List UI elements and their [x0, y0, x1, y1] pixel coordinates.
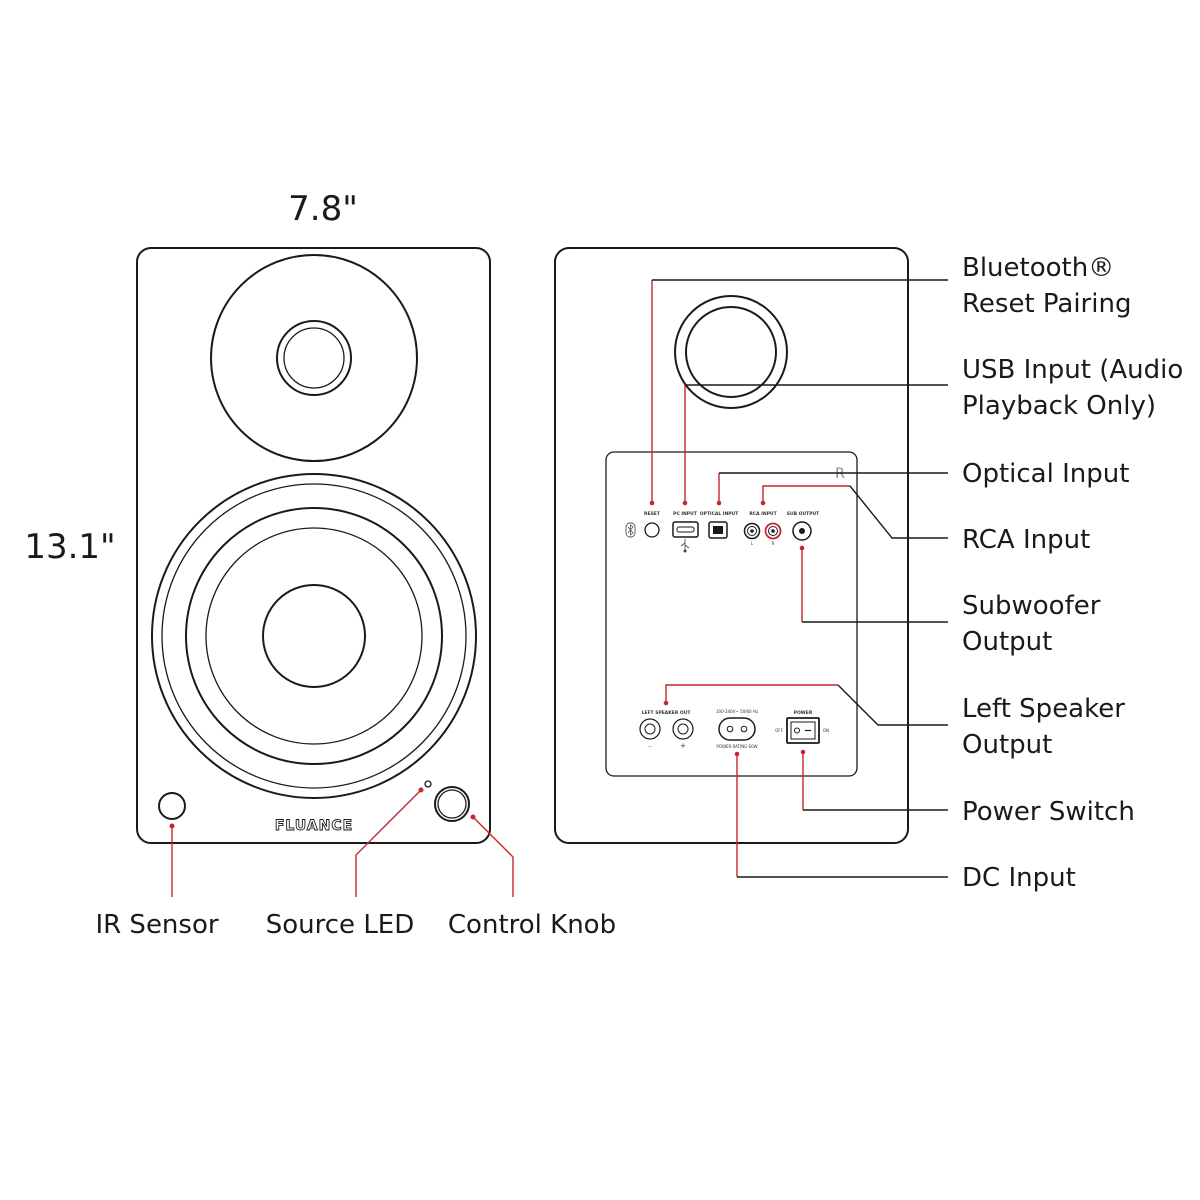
- rca-left-jack: [743, 522, 761, 540]
- usb-port: [672, 521, 699, 538]
- callout-usb-line1: USB Input (Audio: [962, 355, 1183, 385]
- label-optical-input: OPTICAL INPUT: [700, 511, 739, 517]
- label-sub-output: SUB OUTPUT: [787, 511, 820, 517]
- label-off: OFF: [775, 728, 783, 733]
- tweeter-faceplate: [210, 254, 418, 462]
- label-rca-input: RCA INPUT: [749, 511, 777, 517]
- front-speaker: FLUANCE: [136, 247, 491, 844]
- label-reset: RESET: [644, 511, 661, 517]
- front-leaders: [169, 787, 514, 897]
- power-switch: [786, 717, 820, 744]
- tweeter-dome: [283, 327, 345, 389]
- rca-r-label: R: [772, 541, 775, 546]
- callout-left-line2: Output: [962, 730, 1052, 760]
- source-led: [424, 780, 432, 788]
- width-dimension: 7.8": [288, 189, 358, 229]
- callout-dc-input: DC Input: [962, 863, 1076, 893]
- terminal-plus-label: +: [680, 742, 686, 750]
- rca-right-jack: [764, 522, 782, 540]
- callout-rca: RCA Input: [962, 525, 1090, 555]
- callout-control-knob: Control Knob: [448, 910, 616, 940]
- panel-mark: R: [835, 466, 845, 482]
- label-power: POWER: [794, 710, 813, 716]
- woofer-dust-cap: [262, 584, 366, 688]
- callout-bt-reset-line2: Reset Pairing: [962, 289, 1131, 319]
- woofer-surround: [185, 507, 443, 765]
- callout-sub-line2: Output: [962, 627, 1052, 657]
- woofer-frame-inner: [161, 483, 467, 789]
- speaker-terminal-positive: [672, 718, 694, 740]
- label-ac-rating: 100-240V~ 50/60 Hz: [716, 709, 758, 714]
- sub-output-jack: [792, 521, 812, 541]
- callout-power-switch: Power Switch: [962, 797, 1135, 827]
- bass-port-outer: [674, 295, 788, 409]
- label-pc-input: PC INPUT: [673, 511, 698, 517]
- reset-button: [644, 522, 660, 538]
- label-power-rating: POWER RATING 60W: [716, 744, 757, 749]
- bass-port-inner: [685, 306, 777, 398]
- woofer-frame: [151, 473, 477, 799]
- rca-l-label: L: [751, 541, 754, 546]
- label-left-speaker-out: LEFT SPEAKER OUT: [642, 710, 692, 716]
- terminal-minus-label: —: [648, 744, 652, 749]
- front-cabinet: [136, 247, 491, 844]
- tweeter-ring: [276, 320, 352, 396]
- callout-optical: Optical Input: [962, 459, 1129, 489]
- callout-bt-reset-line1: Bluetooth®: [962, 253, 1114, 283]
- usb-icon: [680, 539, 690, 553]
- woofer-cone: [205, 527, 423, 745]
- rear-leaders: [649, 279, 948, 878]
- control-knob: [434, 786, 470, 822]
- control-knob-inner: [437, 789, 467, 819]
- callout-sub-line1: Subwoofer: [962, 591, 1101, 621]
- speaker-terminal-negative: [639, 718, 661, 740]
- height-dimension: 13.1": [24, 527, 115, 567]
- bluetooth-icon: [625, 522, 636, 538]
- rear-panel: [605, 451, 858, 777]
- brand-logo: FLUANCE: [275, 818, 353, 834]
- callout-source-led: Source LED: [266, 910, 415, 940]
- callout-left-line1: Left Speaker: [962, 694, 1125, 724]
- callout-ir-sensor: IR Sensor: [95, 910, 218, 940]
- dc-input-socket: [718, 717, 756, 741]
- ir-sensor: [158, 792, 186, 820]
- callout-usb-line2: Playback Only): [962, 391, 1156, 421]
- label-on: ON: [823, 728, 829, 733]
- rear-speaker: R RESET PC INPUT OPTICAL INPUT RCA INPUT…: [554, 247, 909, 844]
- optical-port: [708, 521, 728, 539]
- rear-cabinet: [554, 247, 909, 844]
